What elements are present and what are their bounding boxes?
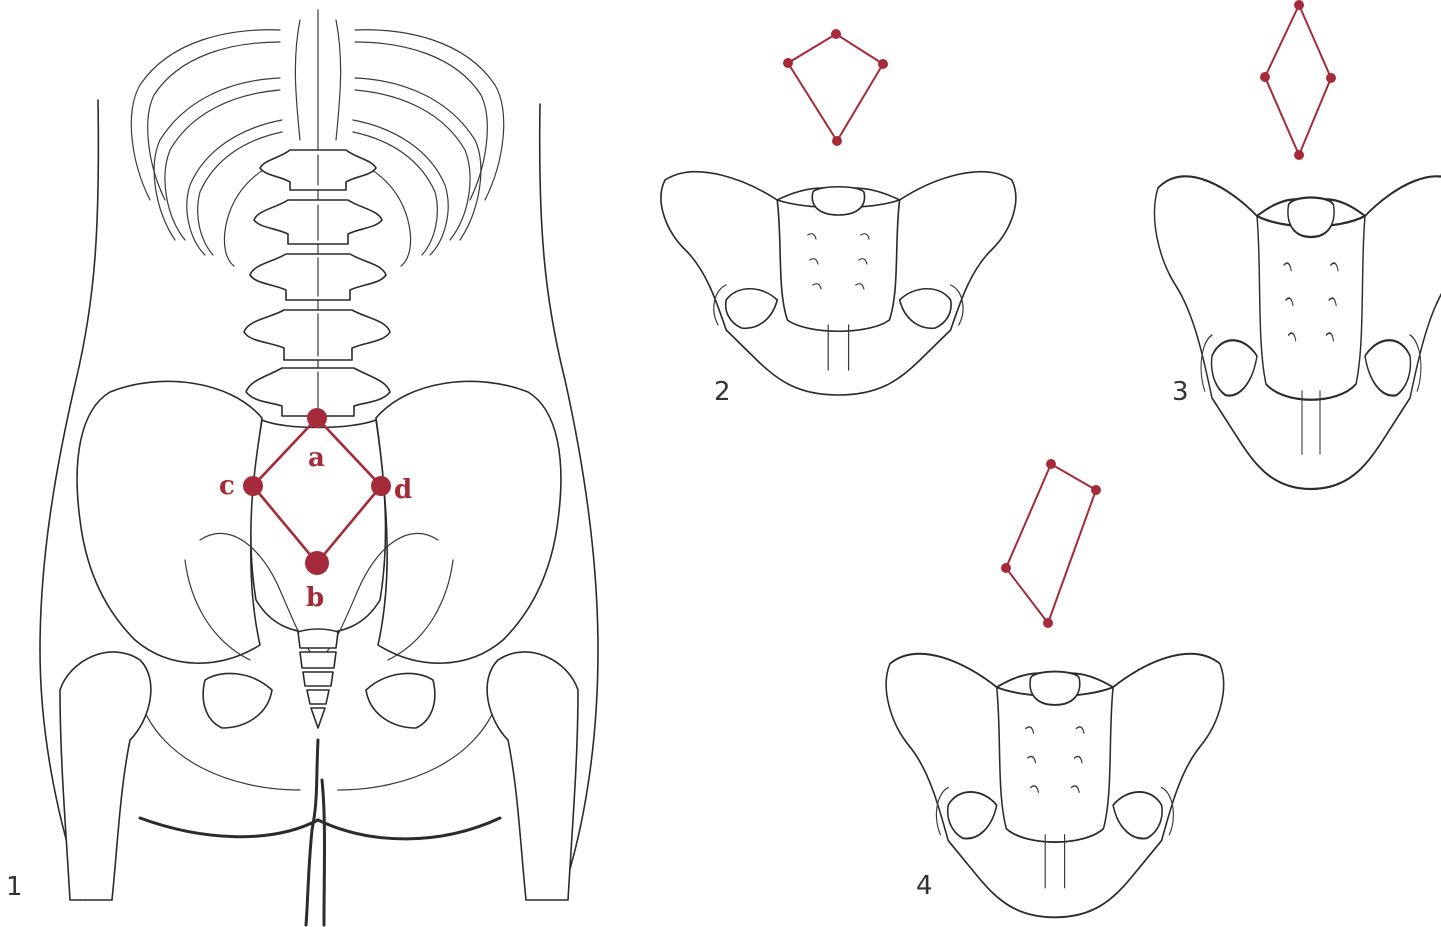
point-b-label: b [306,583,324,613]
iliac-wing-right [376,381,561,663]
kite-left-point [783,58,793,68]
point-a-marker [307,408,327,428]
kite-bottom-point [832,136,842,146]
figure-2-number: 2 [714,377,731,407]
figure-1: a c d b 1 [6,10,598,925]
figure-4-number: 4 [916,871,933,901]
skewed-left-point [1001,563,1011,573]
point-a-label: a [308,443,325,473]
point-b-marker [305,551,329,575]
figure-2: 2 [661,29,1016,407]
gluteal-fold-right [318,818,500,839]
pelvis-4 [886,654,1223,917]
figure-4: 4 [886,459,1223,917]
kite-top-point [831,29,841,39]
narrow-top-point [1294,0,1304,10]
skewed-outline [1006,464,1096,623]
gluteal-fold-left [140,818,318,837]
narrow-bottom-point [1294,150,1304,160]
femur-right [487,652,578,900]
narrow-left-point [1260,72,1270,82]
point-d-label: d [394,475,412,505]
femur-left [60,652,151,900]
iliac-wing-left [77,381,262,663]
narrow-right-point [1326,73,1336,83]
point-c-marker [243,476,263,496]
skewed-bottom-point [1043,618,1053,628]
skewed-right-point [1091,485,1101,495]
figure-1-number: 1 [6,872,23,902]
pelvis-2 [661,172,1016,395]
spine [244,10,390,416]
kite-right-point [878,59,888,69]
gluteal-cleft [306,740,318,925]
point-d-marker [371,476,391,496]
pelvis-3 [1154,176,1441,489]
point-c-label: c [219,471,235,501]
kite-outline [788,34,883,141]
figure-3-number: 3 [1172,377,1189,407]
ribs-left [131,30,282,266]
gluteal-cleft-2 [322,780,325,925]
skewed-top-point [1046,459,1056,469]
figure-3: 3 [1154,0,1441,489]
narrow-rhombus-outline [1265,5,1331,155]
ribs-right [353,30,504,266]
